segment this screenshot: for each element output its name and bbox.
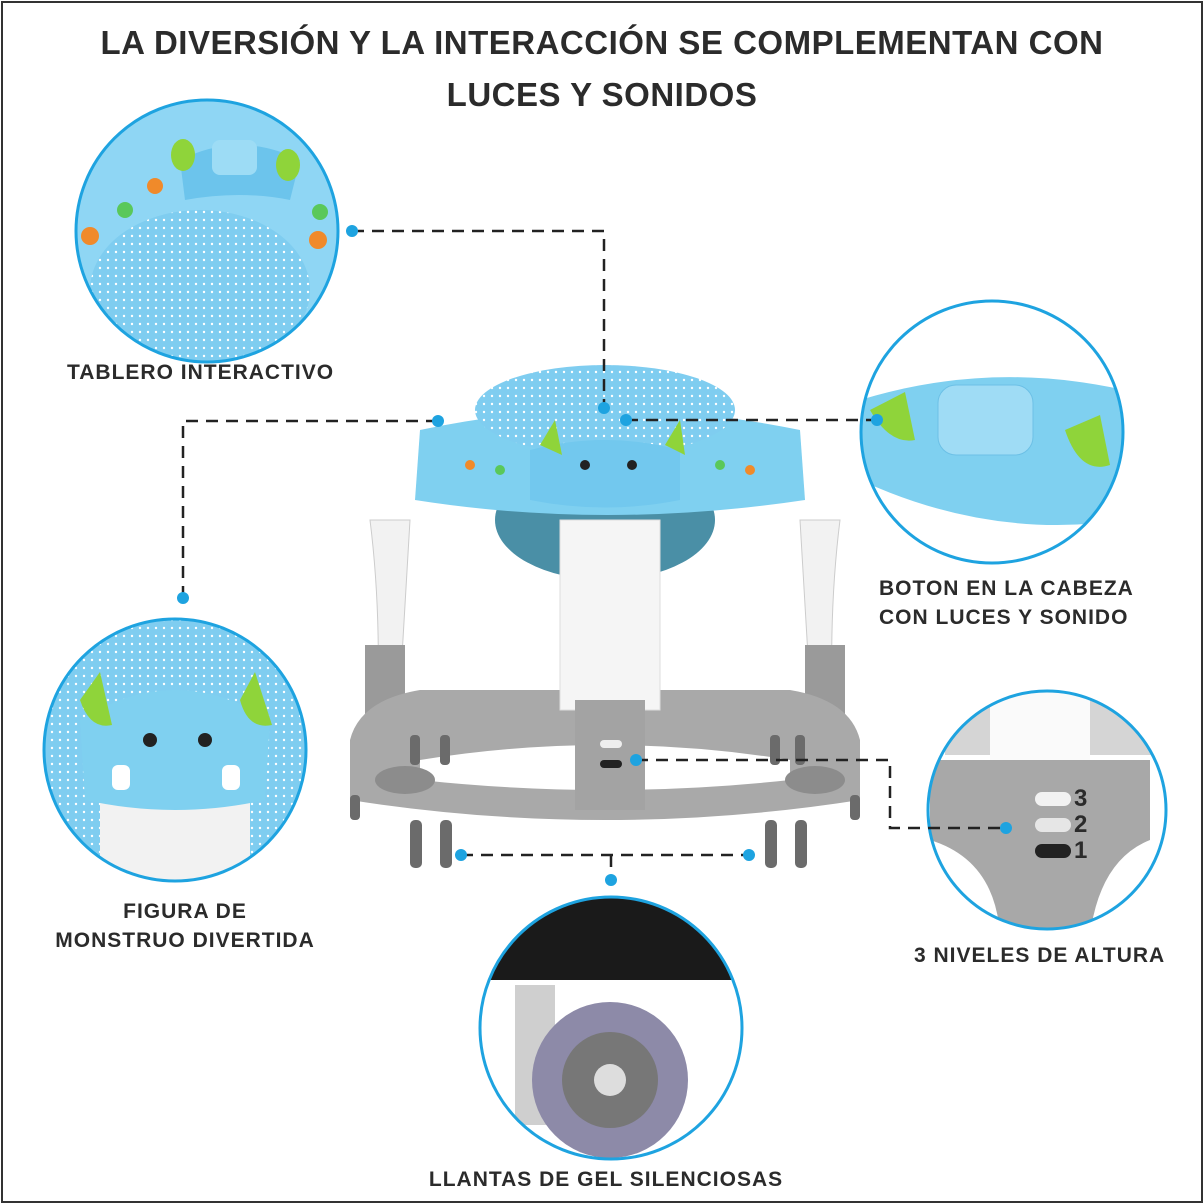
board-circle bbox=[74, 98, 340, 364]
head-button-image bbox=[862, 302, 1122, 562]
label-line: BOTON EN LA CABEZA bbox=[879, 577, 1134, 600]
wheel-circle bbox=[478, 895, 744, 1161]
label-figura-monstruo: FIGURA DE MONSTRUO DIVERTIDA bbox=[20, 897, 350, 955]
height-level-numbers: 3 2 1 bbox=[1074, 786, 1087, 864]
level-3: 3 bbox=[1074, 785, 1088, 812]
head-button-circle bbox=[859, 299, 1125, 565]
headline-line-1: LA DIVERSIÓN Y LA INTERACCIÓN SE COMPLEM… bbox=[100, 24, 1104, 61]
monster-face-image bbox=[45, 620, 305, 880]
monster-face-circle bbox=[42, 617, 308, 883]
height-levels-image bbox=[929, 692, 1165, 928]
headline-line-2: LUCES Y SONIDOS bbox=[446, 76, 758, 113]
connector-dots bbox=[177, 225, 1012, 886]
label-line: CON LUCES Y SONIDO bbox=[879, 606, 1129, 629]
board-detail-image bbox=[77, 101, 337, 361]
label-niveles-altura: 3 NIVELES DE ALTURA bbox=[914, 944, 1166, 967]
baby-walker-image bbox=[350, 365, 860, 868]
label-llantas: LLANTAS DE GEL SILENCIOSAS bbox=[428, 1168, 784, 1191]
level-1: 1 bbox=[1074, 837, 1088, 864]
label-line: FIGURA DE bbox=[123, 900, 247, 923]
connector-lines bbox=[181, 229, 1006, 880]
label-boton-cabeza: BOTON EN LA CABEZA CON LUCES Y SONIDO bbox=[879, 574, 1134, 632]
label-line: MONSTRUO DIVERTIDA bbox=[55, 929, 315, 952]
height-levels-circle bbox=[926, 689, 1168, 931]
wheel-detail-image bbox=[481, 898, 741, 1158]
label-tablero: TABLERO INTERACTIVO bbox=[67, 361, 335, 384]
level-2: 2 bbox=[1074, 811, 1088, 838]
